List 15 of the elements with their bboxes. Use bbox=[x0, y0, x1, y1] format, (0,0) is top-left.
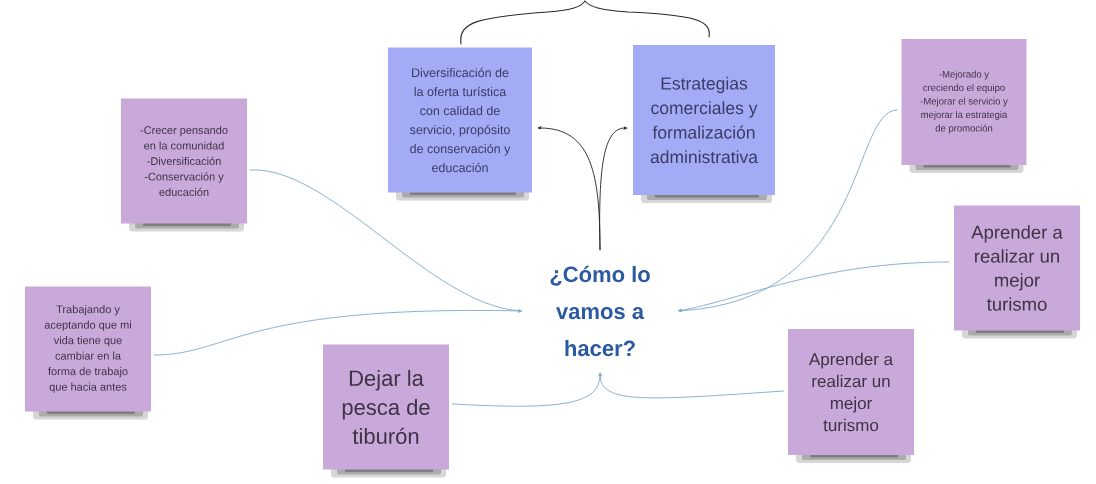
curved-arrow bbox=[599, 126, 628, 251]
sticky-note: -Mejorado y creciendo el equipo -Mejorar el servicio y mejorar la estrategia de promoción bbox=[901, 39, 1027, 173]
sticky-note: Aprender a realizar un mejor turismo bbox=[954, 205, 1080, 339]
central-question: ¿Cómo lo vamos a hacer? bbox=[550, 265, 650, 357]
curved-arrow bbox=[249, 169, 522, 313]
curved-arrow bbox=[678, 261, 950, 312]
sticky-note: Dejar la pesca de tiburón bbox=[323, 344, 449, 478]
sticky-note: Aprender a realizar un mejor turismo bbox=[788, 329, 914, 463]
sticky-note: Estrategias comerciales y formalización administrativa bbox=[633, 45, 775, 203]
curved-arrow bbox=[598, 372, 785, 399]
sticky-note: Trabajando y aceptando que mi vida tiene que cambiar en la forma de trabajo que hacia antes bbox=[25, 286, 151, 420]
sticky-note: Diversificación de la oferta turística con calidad de servicio, propósito de conservación y educación bbox=[388, 47, 532, 201]
curved-arrow bbox=[153, 309, 522, 356]
sticky-note: -Crecer pensando en la comunidad -Diversificación -Conservación y educación bbox=[121, 98, 247, 232]
curved-arrow bbox=[678, 109, 898, 313]
